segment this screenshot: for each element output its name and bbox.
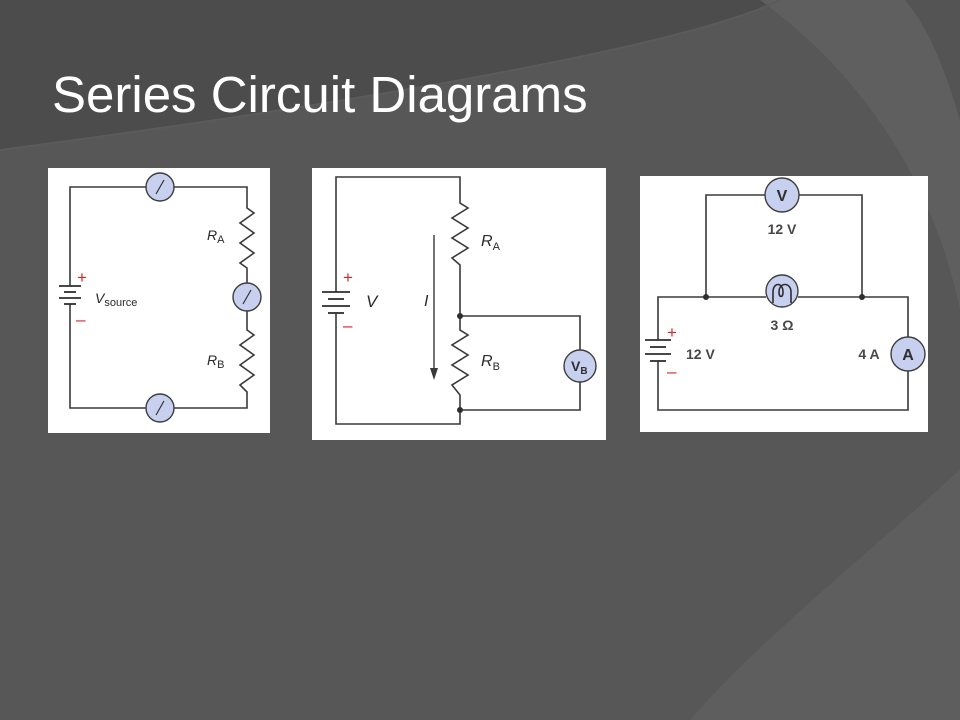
source-symbol: V (366, 292, 379, 311)
battery-symbol (645, 339, 671, 362)
source-label: Vsource (95, 290, 137, 309)
wire-loop (657, 296, 909, 411)
meter-icon (145, 172, 175, 202)
battery-minus: – (76, 310, 86, 329)
battery-minus: – (343, 316, 353, 335)
slide-title: Series Circuit Diagrams (52, 66, 588, 123)
svg-text:VB: VB (571, 358, 588, 377)
resistor-b-symbol: R (207, 352, 217, 368)
voltmeter-symbol: V (777, 188, 788, 205)
ammeter-symbol: A (902, 347, 914, 364)
voltmeter-branch-wire (460, 315, 581, 411)
battery-plus: + (77, 268, 87, 287)
resistor-b-label: RB (207, 352, 224, 371)
source-symbol: V (95, 290, 106, 306)
lamp-resistance: 3 Ω (771, 317, 794, 333)
resistor-b-label: RB (481, 353, 500, 373)
current-arrow (430, 235, 438, 380)
resistor-a-symbol: R (481, 233, 493, 250)
junction-dot (859, 294, 865, 300)
meter-icon (232, 282, 262, 312)
battery-plus: + (343, 268, 353, 287)
battery-symbol (59, 285, 81, 305)
lamp-icon (765, 274, 799, 308)
source-subscript: source (104, 297, 137, 309)
ammeter-reading: 4 A (858, 346, 879, 362)
source-voltage: 12 V (686, 346, 715, 362)
voltmeter-branch-wire (705, 194, 863, 297)
junction-dot (457, 407, 463, 413)
resistor-a-label: RA (481, 233, 501, 253)
resistor-a-label: RA (207, 227, 225, 246)
voltmeter-icon: V (764, 177, 800, 213)
voltmeter-subscript: B (580, 366, 587, 377)
resistor-b-subscript: B (217, 359, 224, 371)
voltmeter-icon: VB (563, 349, 597, 383)
resistor-a-subscript: A (217, 234, 225, 246)
voltmeter-symbol: V (571, 358, 581, 374)
ammeter-icon: A (890, 336, 926, 372)
resistor-a-symbol: R (207, 227, 217, 243)
wire-loop (335, 176, 470, 425)
circuit-diagram-1: + – Vsource RA RB (48, 168, 270, 433)
battery-symbol (322, 291, 350, 314)
junction-dot (457, 313, 463, 319)
battery-minus: – (667, 362, 677, 381)
diagram-panel (312, 168, 606, 440)
battery-plus: + (667, 323, 677, 342)
meter-icon (145, 393, 175, 423)
resistor-b-symbol: R (481, 353, 493, 370)
current-symbol: I (424, 293, 429, 310)
resistor-b-subscript: B (493, 361, 500, 373)
voltmeter-reading: 12 V (768, 221, 797, 237)
circuit-diagram-2: + – V I RA RB VB (312, 168, 606, 440)
junction-dot (703, 294, 709, 300)
circuit-diagram-3: V 12 V 3 Ω + – 12 V 4 A A (640, 176, 928, 432)
resistor-a-subscript: A (493, 241, 501, 253)
